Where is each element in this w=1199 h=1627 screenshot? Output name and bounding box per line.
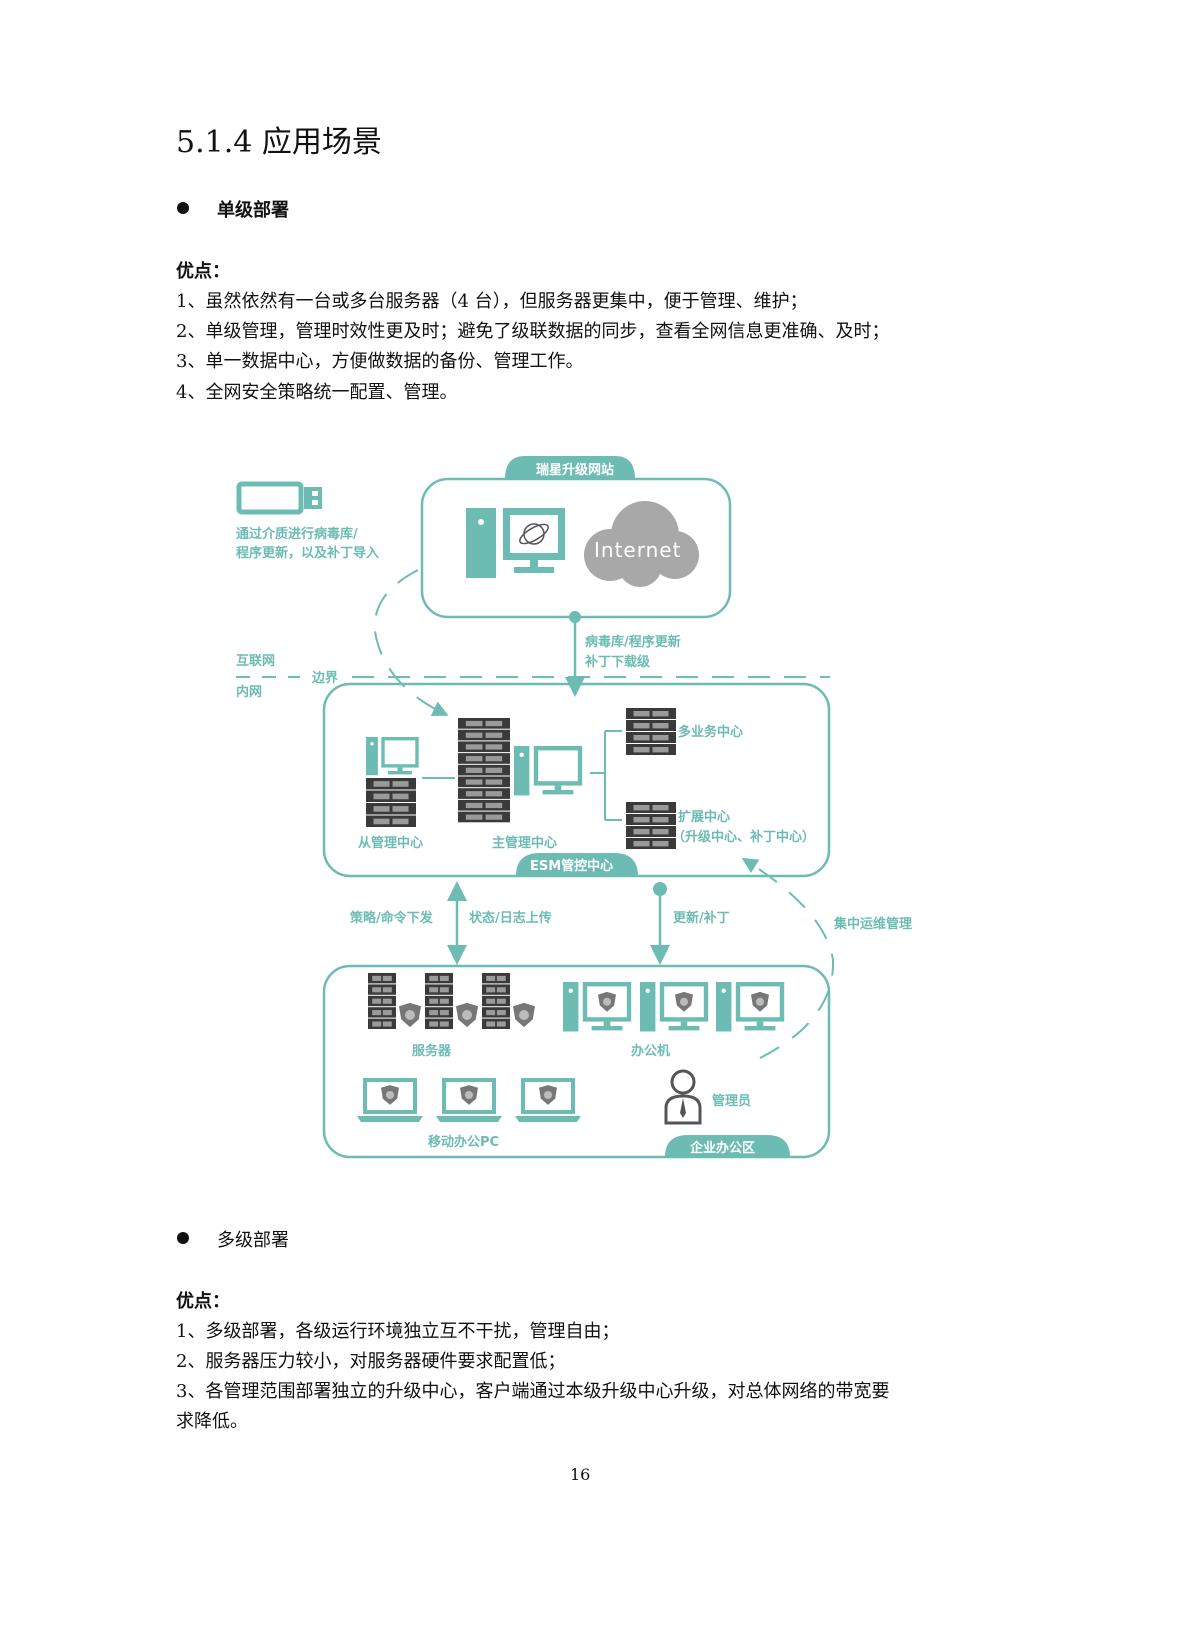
internet-zone-label: 互联网: [236, 654, 275, 669]
upgrade-site-tab: 瑞星升级网站: [536, 462, 614, 478]
desktop-pc-icon: [514, 746, 583, 796]
desktop-pc-icon: [716, 982, 785, 1032]
usb-label: 程序更新，以及补丁导入: [236, 545, 379, 561]
admin-person-icon: [664, 1069, 702, 1125]
admin-label: 管理员: [712, 1093, 751, 1109]
office-zone-box: [322, 964, 831, 1159]
esm-tab: ESM管控中心: [530, 858, 613, 874]
server-rack-icon: [368, 973, 396, 1029]
advantages-label: 优点：: [176, 261, 230, 282]
page-number: 16: [570, 1465, 591, 1484]
server-rack-icon: [626, 802, 676, 849]
desktop-pc-icon: [466, 508, 565, 578]
internet-label: Internet: [594, 538, 681, 562]
server-rack-icon: [425, 973, 453, 1029]
download-label: 补丁下载级: [584, 654, 651, 670]
advantage-item: 2、服务器压力较小，对服务器硬件要求配置低；: [176, 1351, 566, 1372]
laptop-icon: [436, 1078, 502, 1122]
advantage-item: 1、多级部署，各级运行环境独立互不干扰，管理自由；: [176, 1321, 620, 1342]
advantage-item: 求降低。: [176, 1411, 248, 1432]
advantage-item: 1、虽然依然有一台或多台服务器（4 台），但服务器更集中，便于管理、维护；: [176, 291, 808, 312]
internet-cloud-icon: [584, 501, 699, 587]
mobile-pc-label: 移动办公PC: [428, 1134, 499, 1150]
desktop-pc-icon: [640, 982, 709, 1032]
usb-drive-icon: [236, 481, 322, 515]
servers-label: 服务器: [412, 1043, 452, 1059]
ext-center-label: （升级中心、补丁中心）: [672, 829, 815, 845]
server-rack-icon: [366, 778, 416, 827]
bullet-single-deploy: 单级部署: [217, 200, 289, 221]
bullet-multi-deploy: 多级部署: [217, 1230, 289, 1251]
update-label: 更新/补丁: [673, 910, 730, 926]
media-import-arrow: [373, 569, 449, 717]
policy-label: 策略/命令下发: [350, 910, 434, 926]
advantage-item: 3、各管理范围部署独立的升级中心，客户端通过本级升级中心升级，对总体网络的带宽要: [176, 1381, 890, 1402]
server-rack-icon: [482, 973, 510, 1029]
server-rack-icon: [458, 718, 510, 823]
advantages-label: 优点：: [176, 1291, 230, 1312]
ext-center-label: 扩展中心: [678, 809, 730, 825]
server-rack-icon: [626, 708, 676, 755]
ops-management-arrow: [741, 857, 835, 1059]
desktop-pc-icon: [563, 982, 632, 1032]
advantage-item: 3、单一数据中心，方便做数据的备份、管理工作。: [176, 351, 584, 372]
office-pcs-label: 办公机: [631, 1043, 670, 1059]
office-zone-tab: 企业办公区: [689, 1140, 755, 1156]
desktop-pc-icon: [366, 737, 419, 776]
bullet-icon: [177, 202, 189, 214]
advantage-item: 2、单级管理，管理时效性更及时；避免了级联数据的同步，查看全网信息更准确、及时；: [176, 321, 890, 342]
master-center-label: 主管理中心: [492, 835, 557, 851]
download-label: 病毒库/程序更新: [585, 634, 681, 650]
advantage-item: 4、全网安全策略统一配置、管理。: [176, 382, 458, 403]
slave-center-label: 从管理中心: [358, 835, 423, 851]
bullet-icon: [177, 1232, 189, 1244]
boundary-label: 边界: [311, 670, 338, 686]
usb-label: 通过介质进行病毒库/: [236, 526, 358, 542]
ops-label: 集中运维管理: [833, 916, 912, 932]
intranet-zone-label: 内网: [236, 684, 262, 700]
section-heading: 5.1.4 应用场景: [176, 125, 382, 160]
status-label: 状态/日志上传: [469, 910, 552, 926]
multi-center-label: 多业务中心: [678, 724, 743, 740]
